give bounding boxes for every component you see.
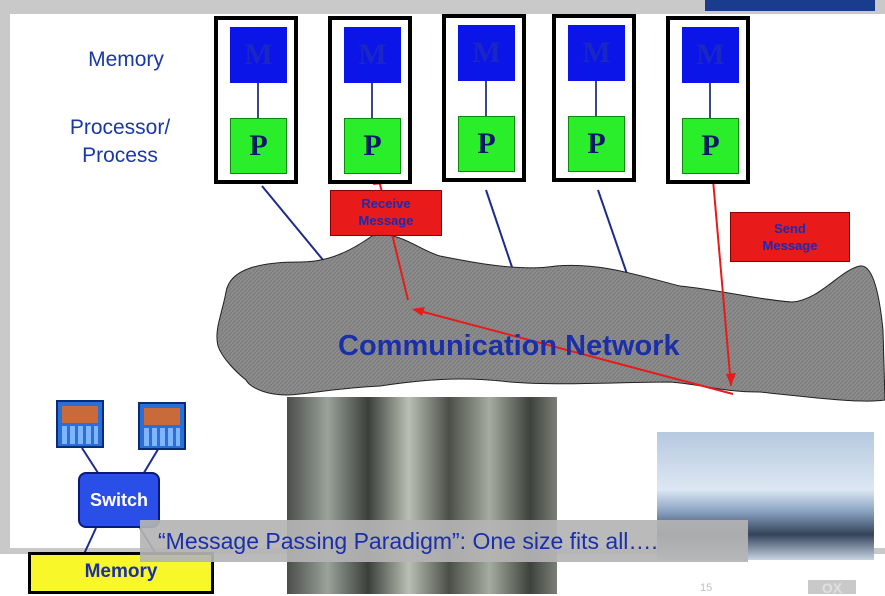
smp-wire-1	[81, 447, 101, 477]
memory-processor-link	[709, 83, 711, 118]
smp-wire-2	[141, 445, 161, 477]
memory-processor-link	[257, 83, 259, 118]
memory-processor-link	[371, 83, 373, 118]
cluster-room-photo	[287, 397, 557, 594]
slide-frame-top	[0, 0, 700, 14]
arrow-network	[415, 309, 734, 395]
processor-label-line2: Process	[82, 144, 158, 167]
node-link-3	[485, 189, 516, 277]
node-3: M P	[442, 14, 526, 182]
arrow-network-head	[412, 307, 425, 316]
memory-label: Memory	[88, 48, 164, 71]
send-line1: Send	[774, 221, 806, 236]
memory-processor-link	[485, 81, 487, 116]
memory-block: M	[568, 25, 625, 81]
processor-block: P	[458, 116, 515, 172]
footer-logo: OX	[808, 580, 856, 596]
switch-box: Switch	[78, 472, 160, 528]
memory-block: M	[344, 27, 401, 83]
processor-block: P	[568, 116, 625, 172]
memory-block: M	[458, 25, 515, 81]
memory-processor-link	[595, 81, 597, 116]
network-title: Communication Network	[338, 330, 680, 362]
processor-label-line1: Processor/	[69, 116, 171, 139]
node-link-1	[261, 185, 329, 267]
node-1: M P	[214, 16, 298, 184]
send-line2: Message	[762, 238, 818, 253]
receive-line1: Receive	[361, 196, 411, 211]
processor-block: P	[230, 118, 287, 174]
node-4: M P	[552, 14, 636, 182]
corner-logo-bar	[697, 0, 885, 14]
send-message-scroll: Send Message	[730, 212, 850, 262]
arrow-send-down	[711, 167, 732, 387]
processor-block: P	[344, 118, 401, 174]
node-2: M P	[328, 16, 412, 184]
slide-frame-left	[0, 14, 10, 554]
smp-wire-3	[83, 527, 97, 555]
communication-network-cloud	[216, 234, 885, 402]
arrow-send-down-head	[726, 373, 736, 386]
memory-block: M	[230, 27, 287, 83]
slide-caption: “Message Passing Paradigm”: One size fit…	[140, 520, 748, 562]
node-5: M P	[666, 16, 750, 184]
receive-message-scroll: Receive Message	[330, 190, 442, 236]
memory-block: M	[682, 27, 739, 83]
cpu-chip-icon	[56, 400, 104, 448]
processor-block: P	[682, 118, 739, 174]
page-number: 15	[700, 582, 713, 594]
receive-line2: Message	[358, 213, 414, 228]
cpu-chip-icon	[138, 402, 186, 450]
